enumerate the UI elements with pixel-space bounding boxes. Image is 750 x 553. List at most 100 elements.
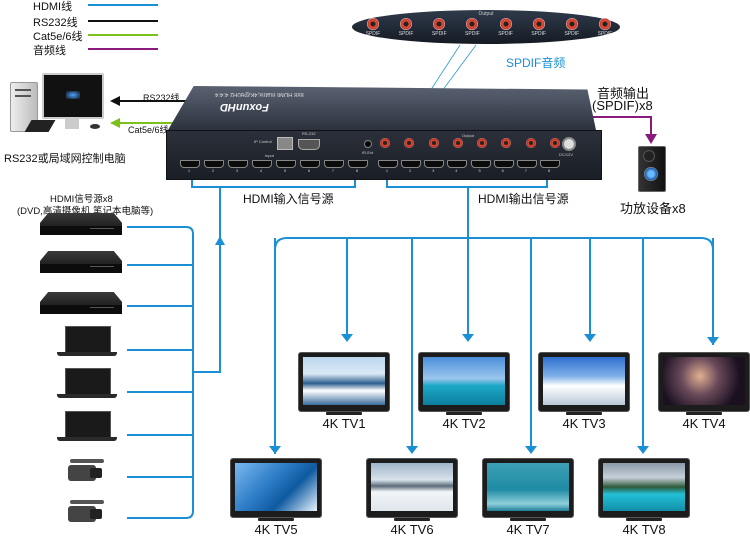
tv-display: 4K TV1 — [298, 352, 390, 431]
spdif-port: SPDIF — [528, 18, 550, 40]
hdmi-input-port[interactable]: 3 — [228, 158, 248, 174]
spdif-output-port[interactable] — [404, 138, 415, 148]
spdif-output-port[interactable] — [452, 138, 463, 148]
dvd-player-icon — [40, 213, 122, 235]
tv-label: 4K TV3 — [562, 416, 606, 431]
camcorder-icon — [66, 457, 108, 483]
hdmi-output-port[interactable]: 8 — [539, 158, 560, 174]
tv-display: 4K TV4 — [658, 352, 750, 431]
spdif-port-label: SPDIF — [597, 31, 613, 37]
hdmi-output-port[interactable]: 4 — [447, 158, 468, 174]
sources-subtitle: (DVD,高清摄像机,笔记本电脑等) — [17, 206, 154, 217]
tv-feed-arrow — [525, 446, 537, 454]
tv-screen-image — [603, 463, 685, 511]
port-number: 8 — [355, 168, 359, 173]
tv-screen-image — [543, 357, 625, 405]
spdif-port-label: SPDIF — [531, 31, 547, 37]
hdmi-input-port[interactable]: 1 — [180, 158, 200, 174]
port-number: 3 — [235, 168, 239, 173]
port-number: 1 — [385, 168, 389, 173]
tv-screen-image — [235, 463, 317, 511]
tv-screen-image — [303, 357, 385, 405]
cat-arrow-left — [110, 118, 120, 128]
tv-display: 4K TV2 — [418, 352, 510, 431]
source-bus — [127, 226, 194, 519]
pc-monitor — [42, 73, 104, 119]
spdif-port-label: SPDIF — [465, 31, 480, 37]
tv-feed-arrow — [637, 446, 649, 454]
tv-display: 4K TV8 — [598, 458, 690, 537]
audio-out-label-2: (SPDIF)x8 — [592, 98, 653, 113]
device-spdif-ports — [380, 138, 560, 152]
legend-label-cat: Cat5e/6线 — [33, 31, 83, 43]
ip-control-label: IP Control — [254, 139, 272, 144]
audio-out-label-1: 音频输出 — [597, 86, 650, 101]
hdmi-input-port[interactable]: 6 — [300, 158, 320, 174]
tv-feed-arrow — [341, 334, 353, 342]
tv-display: 4K TV5 — [230, 458, 322, 537]
ir-ext-port[interactable] — [364, 140, 372, 148]
tv-feed-arrow — [269, 446, 281, 454]
spdif-output-port[interactable] — [380, 138, 390, 148]
hdmi-output-port[interactable]: 3 — [424, 158, 445, 174]
spdif-port: SPDIF — [461, 18, 483, 40]
dvd-player-icon — [40, 251, 122, 273]
hdmi-input-port[interactable]: 4 — [252, 158, 272, 174]
port-number: 4 — [259, 168, 263, 173]
legend-label-hdmi: HDMI线 — [33, 1, 73, 13]
port-number: 3 — [432, 168, 435, 173]
tv-screen-image — [487, 463, 569, 511]
spdif-port-label: SPDIF — [398, 31, 414, 37]
port-number: 5 — [283, 168, 287, 173]
hdmi-input-port[interactable]: 7 — [324, 158, 344, 174]
ethernet-port[interactable] — [277, 137, 293, 150]
matrix-top — [168, 86, 596, 130]
hdmi-output-port[interactable]: 2 — [401, 158, 422, 174]
hdmi-output-port[interactable]: 1 — [378, 158, 398, 174]
hdmi-output-port[interactable]: 6 — [493, 158, 514, 174]
legend-label-audio: 音频线 — [33, 45, 66, 57]
port-number: 6 — [307, 168, 311, 173]
spdif-port-label: SPDIF — [431, 31, 447, 37]
dvd-player-icon — [40, 292, 122, 314]
tv-screen-image — [663, 357, 745, 405]
port-number: 2 — [409, 168, 412, 173]
rs232-port[interactable] — [298, 139, 320, 150]
tv-display: 4K TV3 — [538, 352, 630, 431]
matrix-model: 8x8 HDMI matrix,4K@60Hz 4:4:4 — [215, 91, 304, 97]
tv-label: 4K TV5 — [254, 522, 298, 537]
spdif-output-port[interactable] — [501, 138, 512, 148]
tv-label: 4K TV6 — [390, 522, 434, 537]
hdmi-output-port[interactable]: 7 — [516, 158, 537, 174]
spdif-output-port[interactable] — [428, 138, 439, 148]
pc-caption: RS232或局域网控制电脑 — [4, 153, 126, 165]
spdif-output-port[interactable] — [525, 138, 536, 148]
tv-screen-image — [423, 357, 505, 405]
rs232-wire-label: RS232线 — [143, 93, 180, 103]
spdif-port: SPDIF — [428, 18, 450, 40]
hdmi-output-port[interactable]: 5 — [470, 158, 491, 174]
spdif-port-label: SPDIF — [564, 31, 580, 37]
spdif-panel-header: Output — [478, 11, 494, 17]
tv-label: 4K TV2 — [442, 416, 486, 431]
laptop-icon — [57, 368, 117, 398]
amplifier-speaker — [638, 146, 666, 192]
port-number: 7 — [524, 168, 527, 173]
dc-power-jack[interactable] — [562, 137, 576, 151]
spdif-output-port[interactable] — [549, 138, 560, 148]
hdmi-input-port[interactable]: 2 — [204, 158, 224, 174]
pc-monitor-stand — [65, 119, 79, 129]
tv-display: 4K TV6 — [366, 458, 458, 537]
spdif-output-port[interactable] — [477, 138, 488, 148]
spdif-port: SPDIF — [561, 18, 583, 40]
dc-label: DC/12V — [559, 152, 574, 157]
tv-display: 4K TV7 — [482, 458, 574, 537]
hdmi-input-port[interactable]: 5 — [276, 158, 296, 174]
hdmi-input-port[interactable]: 8 — [348, 158, 368, 174]
laptop-icon — [57, 411, 117, 441]
spdif-port: SPDIF — [594, 18, 616, 40]
